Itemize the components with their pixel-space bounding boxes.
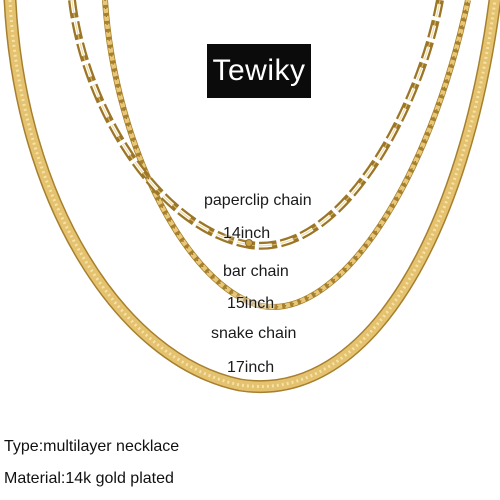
type-spec: Type:multilayer necklace (4, 438, 180, 455)
paperclip-chain-label: paperclip chain (204, 192, 312, 209)
brand-logo: Tewiky (207, 44, 311, 98)
paperclip-chain (68, 0, 444, 250)
bar-chain-label: bar chain (223, 263, 289, 280)
bar-chain (102, 0, 471, 310)
material-spec: Material:14k gold plated (4, 470, 174, 487)
snake-chain-label: snake chain (211, 325, 297, 342)
snake-chain (3, 0, 500, 393)
snake-chain-length: 17inch (227, 359, 275, 376)
paperclip-chain-length: 14inch (223, 225, 271, 242)
bar-chain-length: 15inch (227, 295, 275, 312)
